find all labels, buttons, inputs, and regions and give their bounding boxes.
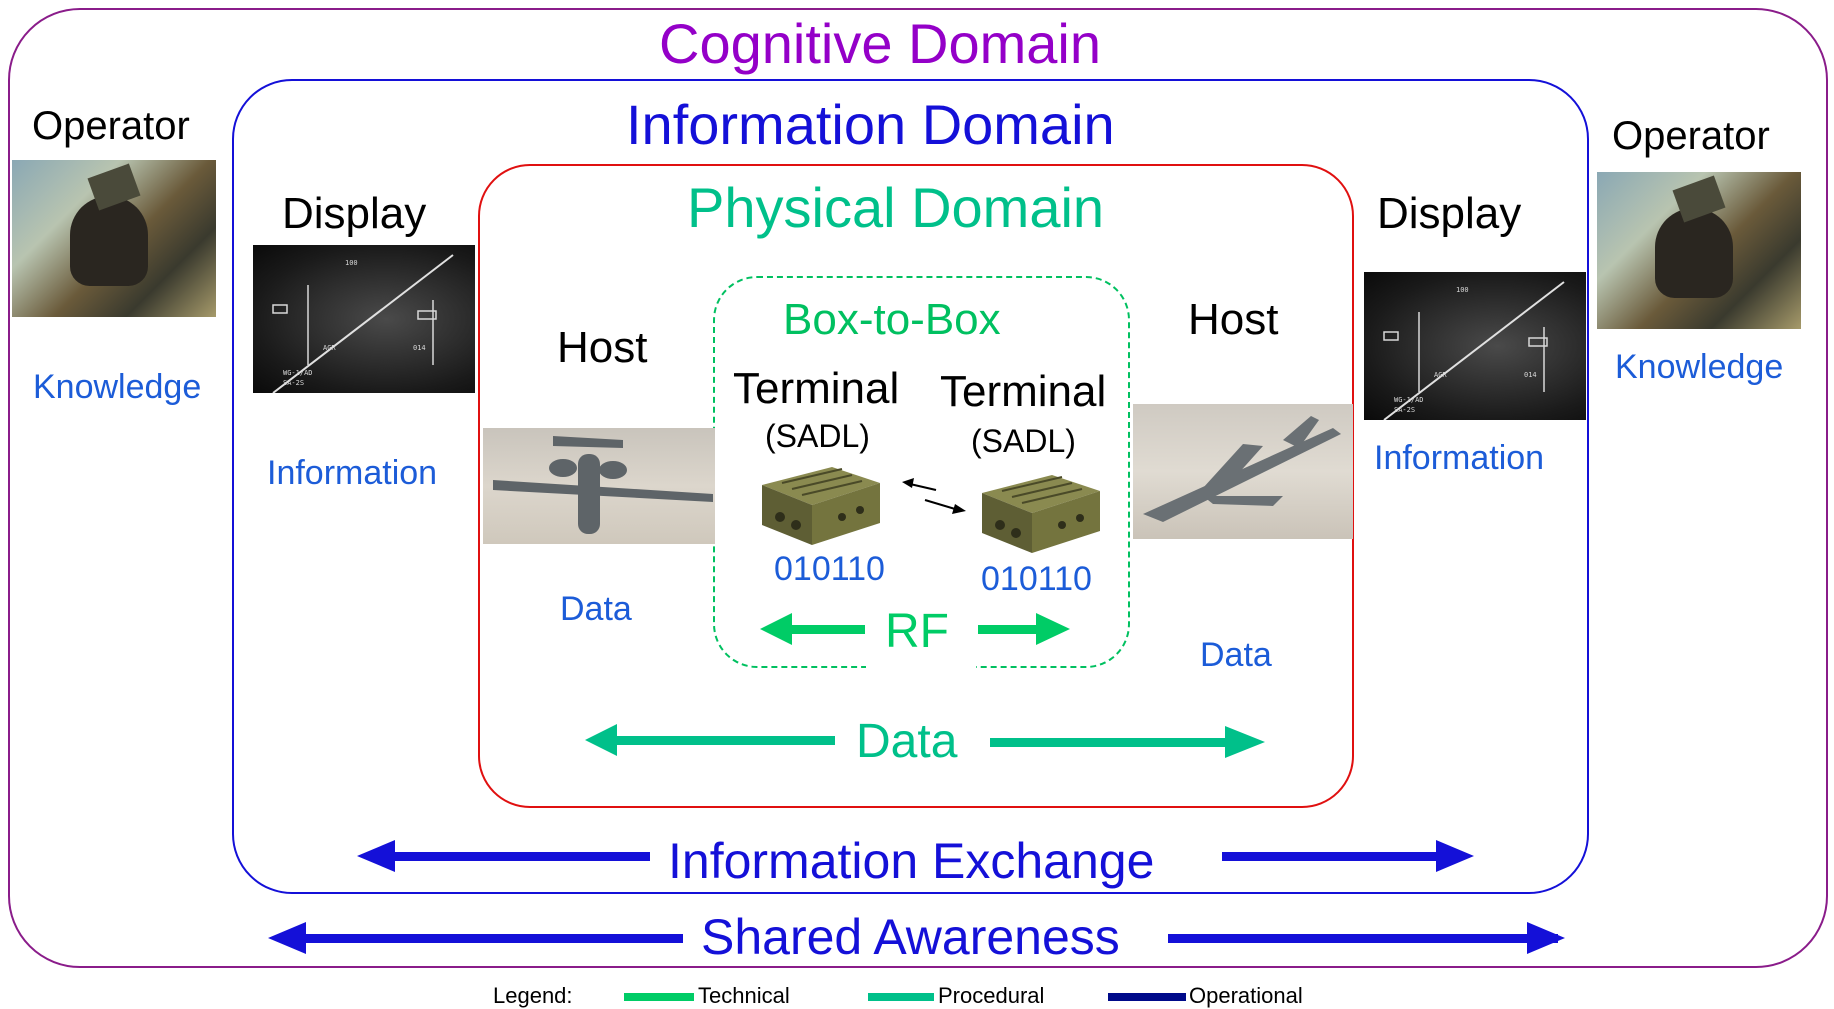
data-arrow — [585, 724, 1265, 758]
right-knowledge-label: Knowledge — [1615, 348, 1784, 386]
left-data-label: Data — [560, 590, 632, 628]
information-domain-box — [232, 79, 1589, 894]
left-host-label: Host — [557, 323, 648, 372]
rf-arrow — [760, 613, 1070, 645]
information-exchange-arrow — [357, 840, 1474, 872]
legend-technical-label: Technical — [698, 983, 790, 1008]
legend-technical-swatch — [624, 993, 694, 1001]
right-terminal-label: Terminal — [940, 367, 1107, 416]
data-arrow-label: Data — [856, 715, 958, 768]
left-bits-label: 010110 — [774, 550, 885, 588]
right-bits-label: 010110 — [981, 560, 1092, 598]
right-terminal-sadl-label: (SADL) — [971, 423, 1076, 459]
left-host-aircraft-photo — [483, 428, 715, 544]
left-sadl-terminal-image — [752, 455, 884, 547]
left-information-label: Information — [267, 454, 438, 492]
legend-procedural-swatch — [868, 993, 934, 1001]
legend-title: Legend: — [493, 983, 573, 1008]
legend-operational-label: Operational — [1189, 983, 1303, 1008]
right-data-label: Data — [1200, 636, 1272, 674]
svg-text:014: 014 — [1524, 371, 1537, 379]
svg-text:SA-2S: SA-2S — [1394, 406, 1415, 414]
right-information-label: Information — [1374, 439, 1545, 477]
terminal-exchange-arrows — [902, 478, 966, 514]
svg-text:014: 014 — [413, 344, 426, 352]
physical-domain-box — [478, 164, 1354, 808]
svg-text:AGR: AGR — [1434, 371, 1447, 379]
left-knowledge-label: Knowledge — [33, 368, 202, 406]
right-operator-photo — [1597, 172, 1801, 329]
shared-awareness-arrow — [268, 922, 1565, 954]
svg-text:WG-1/AD: WG-1/AD — [1394, 396, 1424, 404]
left-display-label: Display — [282, 189, 427, 238]
left-operator-label: Operator — [32, 104, 190, 148]
left-terminal-label: Terminal — [733, 364, 900, 413]
cognitive-domain-title: Cognitive Domain — [659, 12, 1101, 75]
svg-text:AGR: AGR — [323, 344, 336, 352]
physical-domain-title: Physical Domain — [687, 176, 1105, 239]
right-sadl-terminal-image — [972, 463, 1104, 555]
svg-text:SA-2S: SA-2S — [283, 379, 304, 387]
legend-procedural-label: Procedural — [938, 983, 1045, 1008]
right-host-label: Host — [1188, 295, 1279, 344]
information-exchange-label: Information Exchange — [668, 833, 1155, 889]
svg-text:100: 100 — [345, 259, 358, 267]
shared-awareness-label: Shared Awareness — [701, 909, 1120, 965]
right-operator-label: Operator — [1612, 114, 1770, 158]
svg-text:WG-1/AD: WG-1/AD — [283, 369, 313, 377]
information-domain-title: Information Domain — [626, 93, 1115, 156]
svg-text:100: 100 — [1456, 286, 1469, 294]
box-to-box-title: Box-to-Box — [783, 295, 1001, 344]
left-terminal-sadl-label: (SADL) — [765, 418, 870, 454]
left-operator-photo — [12, 160, 216, 317]
cognitive-domain-box — [8, 8, 1828, 968]
right-display-label: Display — [1377, 189, 1522, 238]
right-host-aircraft-photo — [1133, 404, 1353, 539]
legend-operational-swatch — [1108, 993, 1186, 1001]
rf-label: RF — [885, 605, 949, 658]
